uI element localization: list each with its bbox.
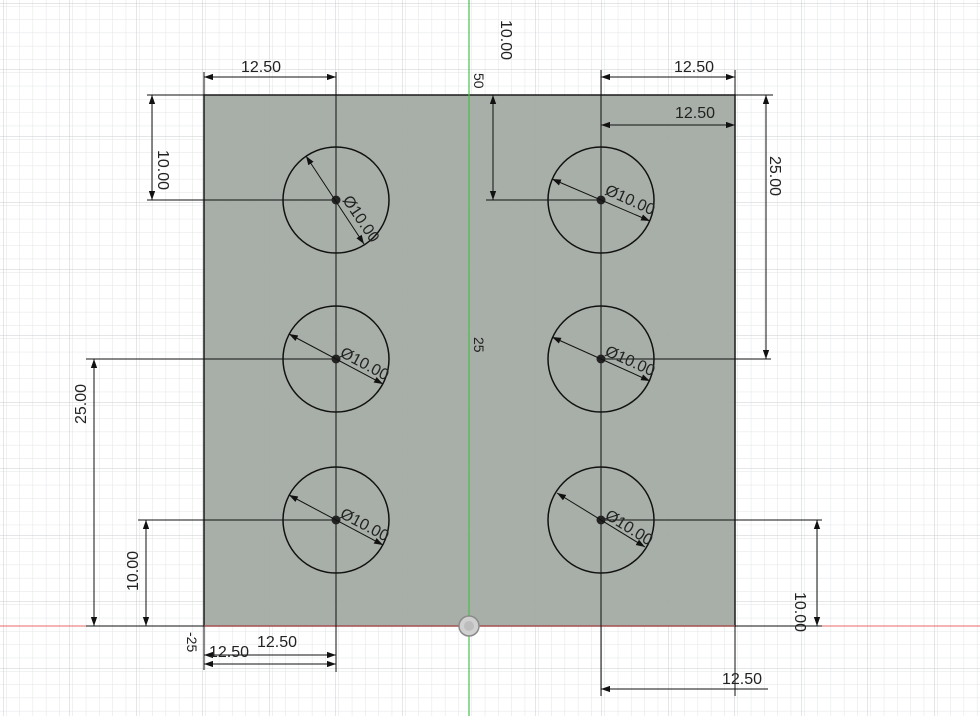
holes	[282, 146, 655, 574]
dim-top-center-vertical[interactable]: 10.00	[497, 20, 514, 60]
dim-bottom-left-vertical[interactable]: 10.00	[125, 551, 142, 591]
dim-top-right-horizontal[interactable]: 12.50	[674, 59, 714, 76]
diameter-leaders	[288, 155, 651, 548]
hole-middle-left[interactable]	[282, 305, 390, 413]
dim-bottom-right-horizontal[interactable]: 12.50	[722, 671, 762, 688]
dim-bottom-right-vertical[interactable]: 10.00	[791, 592, 808, 632]
axis-label-left: -25	[184, 632, 200, 652]
axis-label-top: 50	[471, 73, 487, 89]
dim-bottom-left-horizontal-a[interactable]: 12.50	[257, 634, 297, 651]
hole-middle-right[interactable]	[547, 305, 655, 413]
axis-label-middle: 25	[471, 337, 487, 353]
dim-left-vertical[interactable]: 25.00	[73, 384, 90, 424]
hole-top-right[interactable]	[547, 146, 655, 254]
dim-bottom-left-horizontal-b[interactable]: 12.50	[209, 644, 249, 661]
dim-right-vertical[interactable]: 25.00	[766, 156, 783, 196]
hole-bottom-right[interactable]	[547, 466, 655, 574]
dim-top-left-vertical[interactable]: 10.00	[154, 150, 171, 190]
dim-right-inner-horizontal[interactable]: 12.50	[675, 105, 715, 122]
hole-bottom-left[interactable]	[282, 466, 390, 574]
dimension-lines	[90, 73, 821, 693]
axis-labels: 50 25 -25	[184, 73, 487, 652]
origin-icon[interactable]	[458, 615, 480, 637]
dimension-labels: 12.50 12.50 12.50 12.50 12.50 12.50 10.0…	[73, 20, 808, 688]
dim-top-left-horizontal[interactable]: 12.50	[241, 59, 281, 76]
hole-top-left[interactable]	[282, 146, 390, 254]
